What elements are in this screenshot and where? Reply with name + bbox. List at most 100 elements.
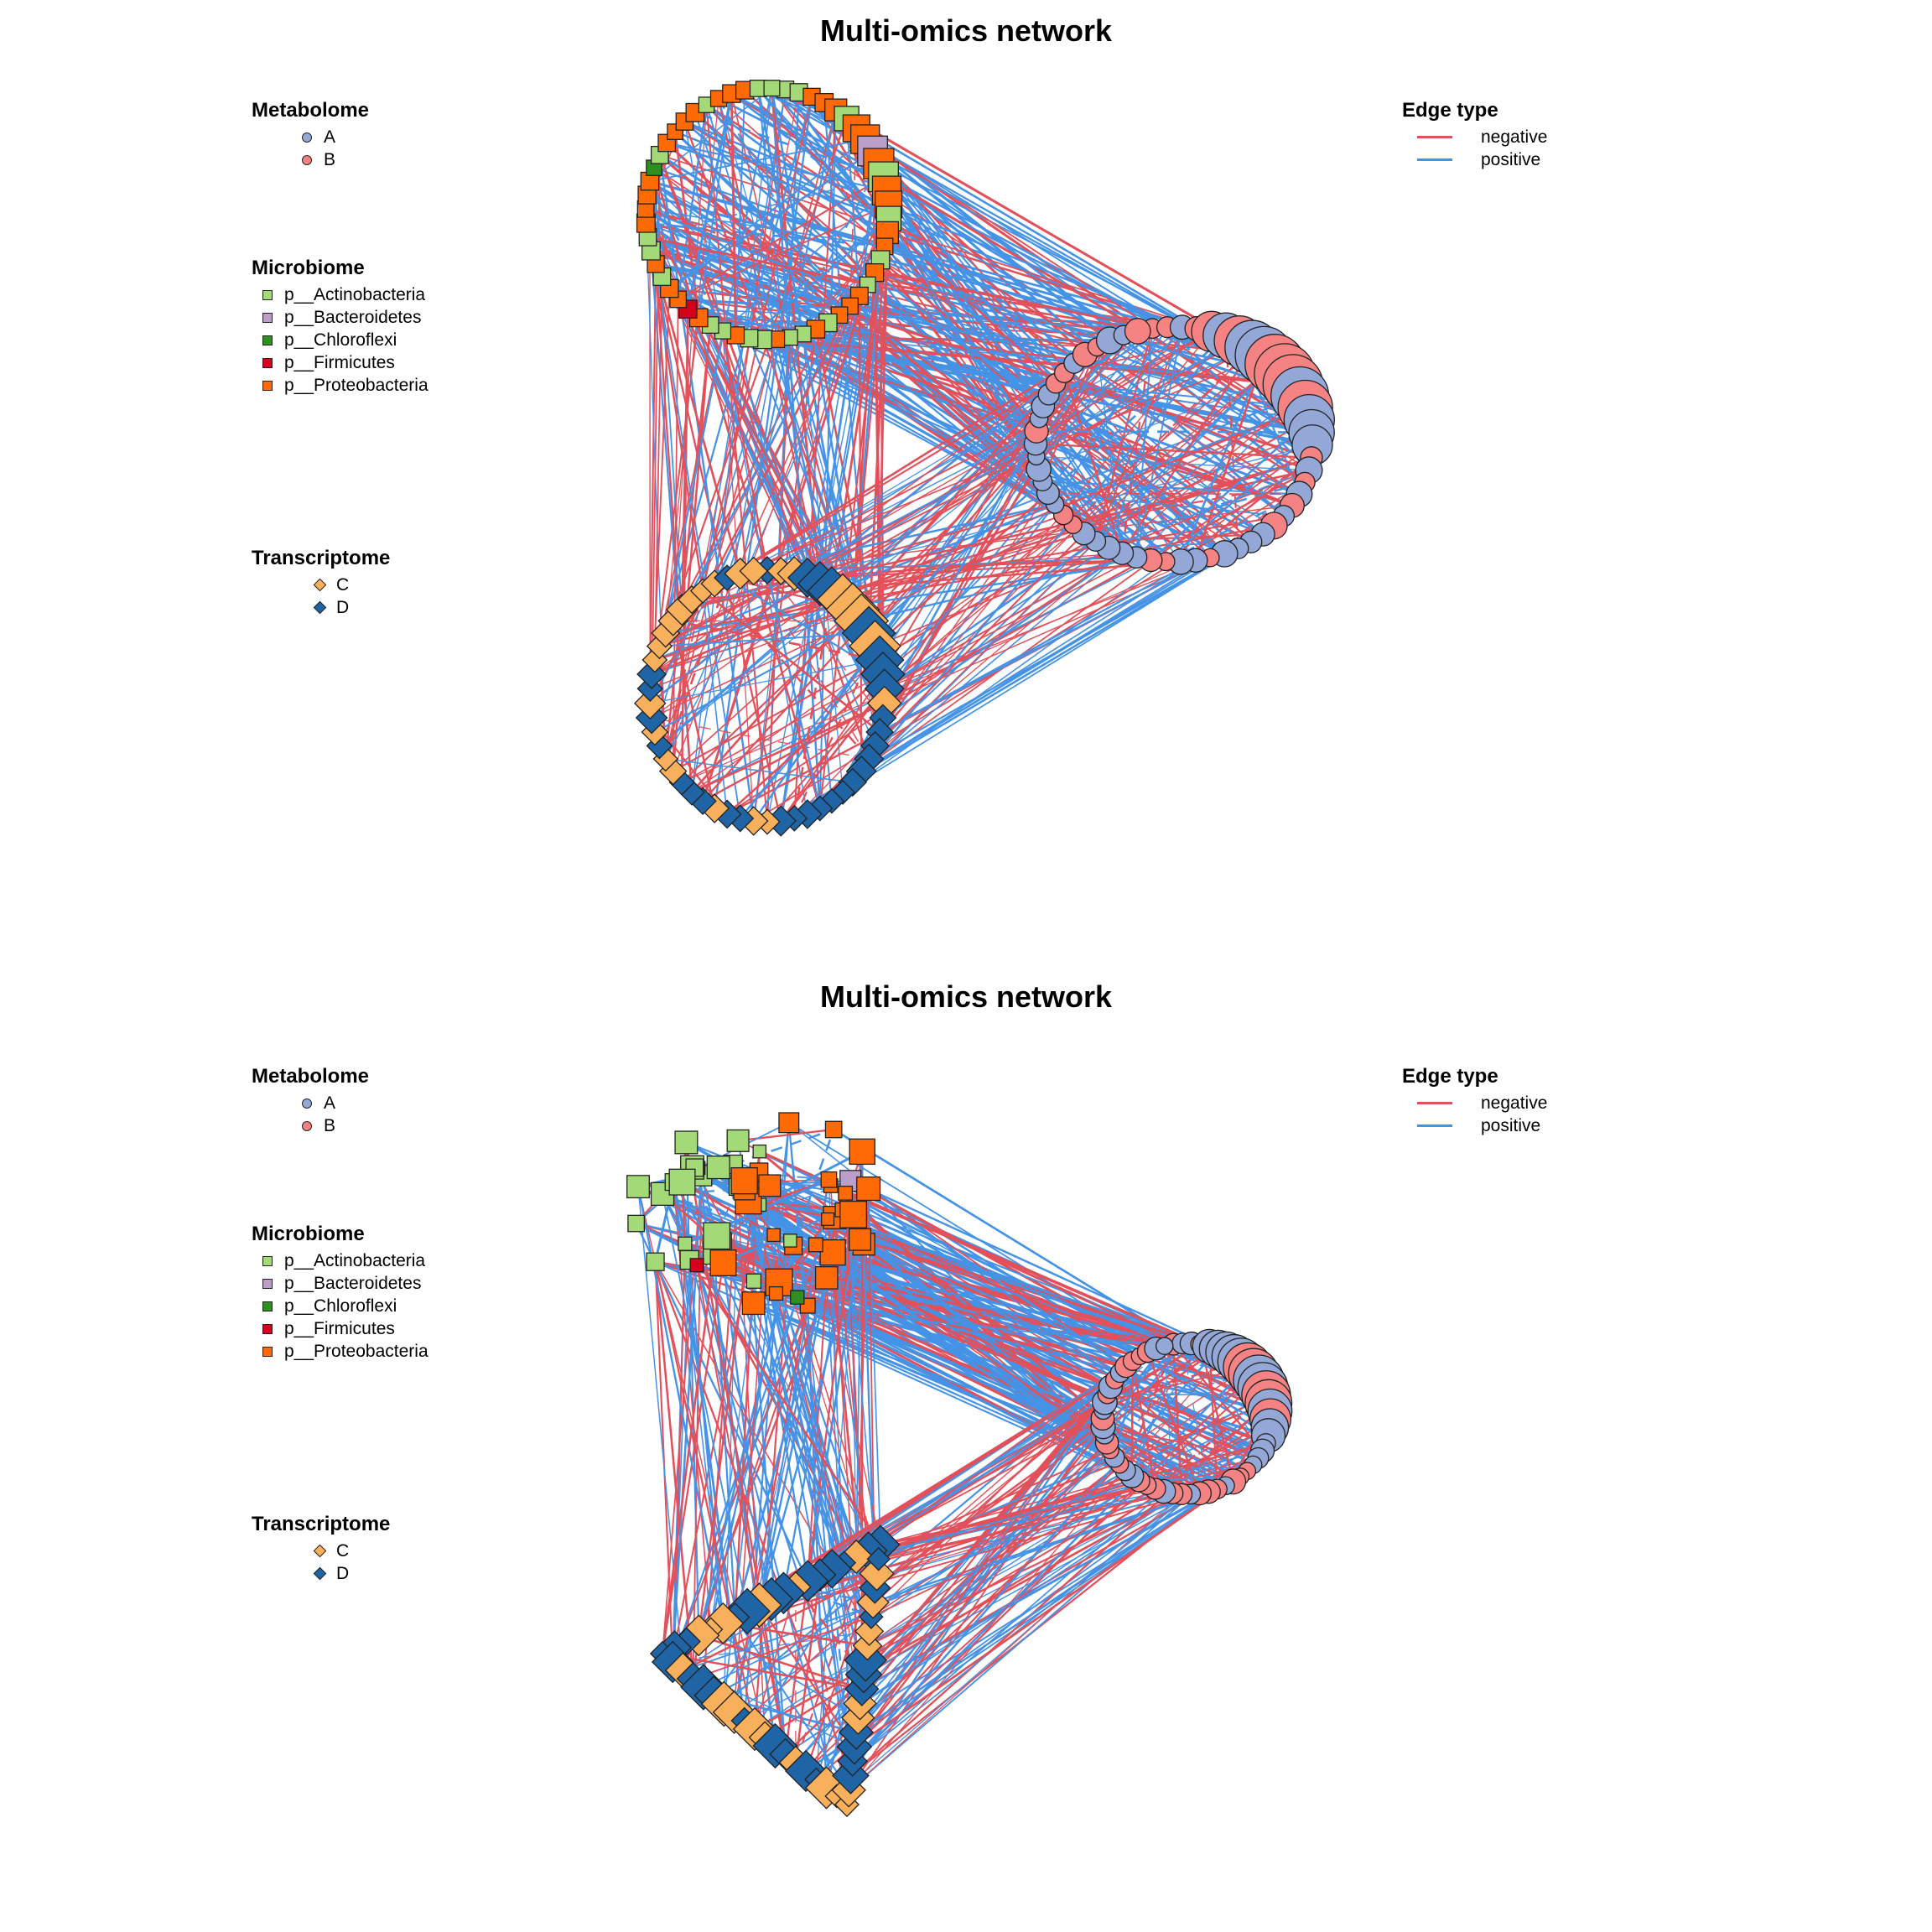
edge [652,717,870,760]
edge [874,1401,1105,1589]
edge [647,236,869,286]
edge [649,179,1168,329]
edge [1130,1343,1184,1477]
edge [673,105,708,621]
edge [854,1372,1121,1748]
edge [691,345,1098,601]
edge [1124,1343,1202,1471]
legend-title: Microbiome [252,1223,365,1245]
edge [662,1193,749,1612]
edge [659,632,870,647]
legend-label: A [324,127,336,147]
microbiome-node [627,1214,645,1233]
edge [1109,1345,1210,1451]
edge [807,1306,828,1789]
edge [1054,326,1168,506]
edge [1095,533,1264,543]
edge [834,1216,1104,1428]
microbiome-node [820,1171,838,1188]
legend-label: D [336,1563,350,1583]
edge [884,556,1137,689]
edge [650,249,1312,460]
edge [702,589,880,734]
edge [794,1550,870,1763]
edge [650,250,741,574]
square-icon [262,335,273,345]
edge [658,295,860,746]
edge [659,532,1084,647]
legend-title: Transcriptome [252,547,391,569]
edge [1055,382,1306,409]
edge [1083,363,1275,534]
edge [694,111,885,179]
edge [726,673,884,815]
edge [691,559,1151,793]
legend-transcriptome: Transcriptome C D [252,1513,390,1585]
line-icon [1417,1124,1452,1127]
legend-item-firmicutes: p__Firmicutes [252,351,428,374]
legend-item-bacteroidetes: p__Bacteroidetes [252,306,428,329]
edge [730,93,737,335]
edge [1108,541,1251,549]
edge [794,1574,822,1763]
edge [1131,1360,1156,1489]
legend-microbiome: Microbiome p__Actinobacteria p__Bacteroi… [252,257,428,397]
legend-item-d: D [252,596,390,619]
microbiome-node [783,1233,797,1248]
microbiome-node [752,1144,767,1159]
edge [851,218,890,610]
edge [681,469,1310,611]
edge [665,569,768,760]
network-panel-top: Multi-omics network Metabolome A B Micro… [252,13,1547,837]
edge [1108,469,1310,549]
legend-label: negative [1481,1093,1548,1113]
edge [831,1568,852,1776]
edge [698,1634,863,1690]
legend-edge-type: Edge type negative positive [1402,1065,1547,1137]
edge [766,569,821,809]
legend-item-negative: negative [1402,1092,1547,1114]
square-icon [262,1301,273,1311]
diamond-icon [313,1566,327,1581]
edge [665,758,853,783]
legend-edge-type: Edge type negative positive [1402,99,1547,171]
edge [848,1493,1182,1791]
edge [705,104,1306,484]
edge [793,590,834,819]
edge [681,503,1056,611]
edge [860,553,1123,772]
edge [649,263,657,689]
edge [1199,1343,1234,1483]
legend-label: negative [1481,127,1548,147]
edge [698,93,733,319]
edge [753,505,1293,572]
legend-title: Metabolome [252,99,370,122]
edge [705,104,769,823]
legend-title: Edge type [1402,1065,1498,1088]
edge [682,1572,878,1672]
edge [789,163,880,338]
legend-item-a: A [252,1092,369,1114]
edge [655,263,741,819]
edge [703,1410,1270,1688]
edge [815,1151,863,1780]
edge [648,180,724,332]
legend-label: p__Firmicutes [284,352,395,372]
nodes [626,1112,1293,1818]
edge [681,314,841,610]
microbiome-node [730,1166,758,1195]
edge [1224,335,1239,549]
edge [752,570,822,809]
microbiome-node [726,1129,750,1152]
microbiome-node [709,1249,737,1277]
edge [688,1259,882,1545]
edge [1094,328,1154,542]
legend-item-actinobacteria: p__Actinobacteria [252,1249,428,1272]
legend-item-c: C [252,1540,390,1562]
edge [784,1151,864,1755]
edge [651,455,1037,675]
edge [668,138,866,289]
edge [1130,1361,1134,1477]
legend-item-firmicutes: p__Firmicutes [252,1317,428,1340]
microbiome-node [819,1239,846,1266]
